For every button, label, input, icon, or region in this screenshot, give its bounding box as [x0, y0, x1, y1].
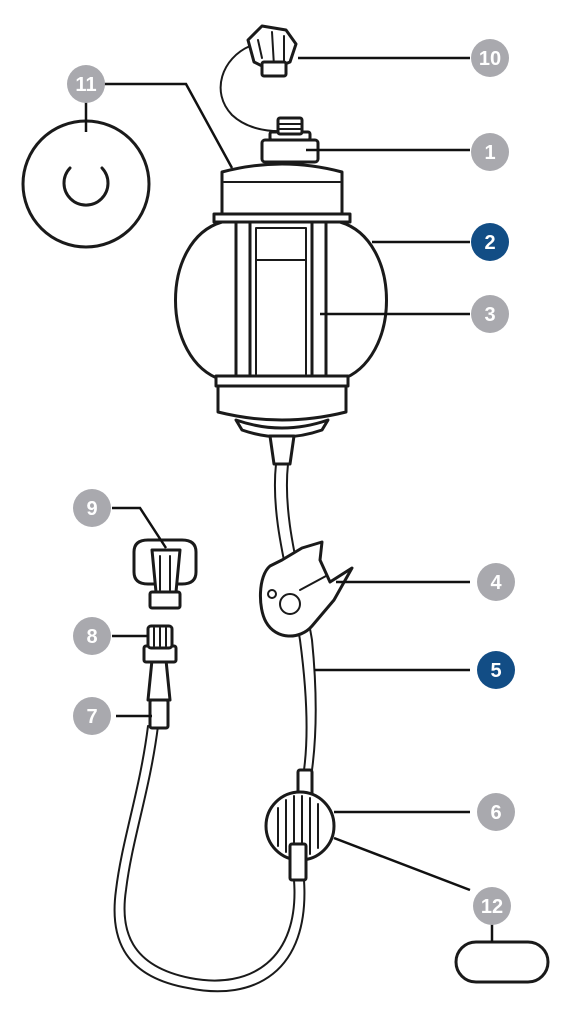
callout-8: 8	[73, 617, 111, 655]
callout-6: 6	[477, 793, 515, 831]
flow-restrictor	[264, 768, 336, 882]
callout-circle	[73, 489, 111, 527]
callout-circle	[471, 133, 509, 171]
callout-12: 12	[473, 887, 511, 925]
callout-circle	[73, 617, 111, 655]
disc-part	[21, 119, 151, 249]
callout-label: 8	[86, 626, 97, 648]
callout-label: 9	[86, 498, 97, 520]
callout-circle	[471, 223, 509, 261]
callout-2: 2	[471, 223, 509, 261]
callout-circle	[67, 65, 105, 103]
callout-7: 7	[73, 697, 111, 735]
clamp	[259, 540, 354, 638]
top-port	[260, 116, 320, 164]
callout-label: 5	[490, 660, 501, 682]
tethered-cap	[219, 24, 298, 133]
callout-circle	[471, 295, 509, 333]
lower-tubing	[113, 725, 306, 993]
callout-circle	[477, 563, 515, 601]
leader-lines	[84, 56, 494, 942]
callout-label: 3	[484, 304, 495, 326]
luer-cap	[132, 538, 198, 610]
callout-label: 2	[484, 232, 495, 254]
callout-circle	[477, 793, 515, 831]
callout-label: 11	[75, 74, 96, 96]
callout-circle	[473, 887, 511, 925]
luer-connector	[142, 624, 178, 730]
label-pill	[454, 940, 550, 984]
callout-label: 10	[479, 48, 501, 70]
callout-label: 1	[484, 142, 495, 164]
callout-1: 1	[471, 133, 509, 171]
callout-label: 4	[490, 572, 502, 594]
callout-circle	[73, 697, 111, 735]
reservoir-housing	[174, 162, 388, 466]
callout-9: 9	[73, 489, 111, 527]
callout-label: 7	[86, 706, 97, 728]
callout-circle	[471, 39, 509, 77]
callout-4: 4	[477, 563, 515, 601]
callout-5: 5	[477, 651, 515, 689]
callout-circle	[477, 651, 515, 689]
callout-11: 11	[67, 65, 105, 103]
callout-10: 10	[471, 39, 509, 77]
callout-3: 3	[471, 295, 509, 333]
callout-label: 6	[490, 802, 501, 824]
tubing	[273, 463, 317, 771]
callout-label: 12	[481, 896, 503, 918]
